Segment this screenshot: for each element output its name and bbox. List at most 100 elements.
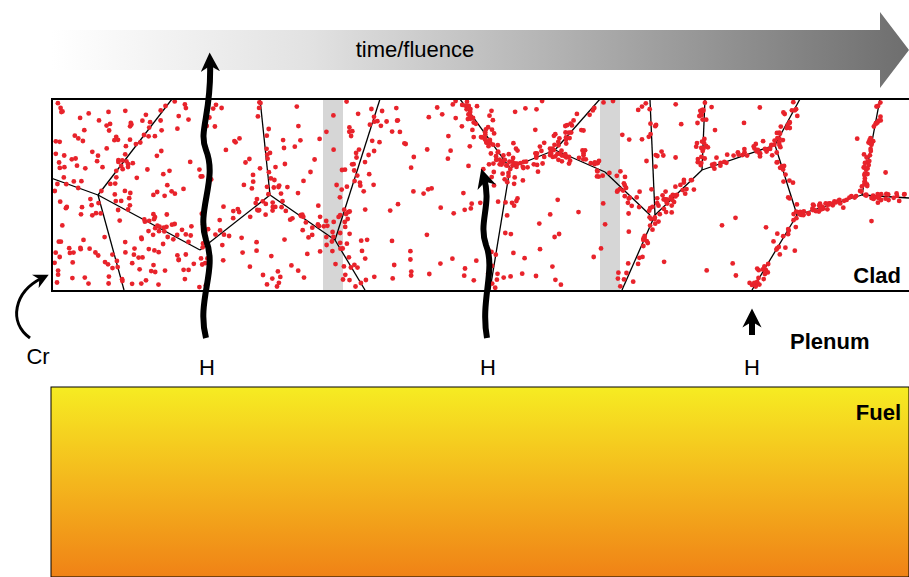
cr-dot (704, 268, 709, 273)
cr-dot (763, 147, 768, 152)
cr-dot (637, 189, 642, 194)
cr-dot (408, 249, 413, 254)
cr-dot (175, 233, 180, 238)
cr-dot (162, 229, 167, 234)
cr-dot (832, 199, 837, 204)
cr-dot (318, 249, 323, 254)
cr-dot (175, 253, 180, 258)
cr-dot (897, 199, 902, 204)
cr-dot (368, 122, 373, 127)
cr-dot (114, 175, 119, 180)
layer-label: Clad (851, 264, 903, 288)
cr-dot (180, 227, 185, 232)
cr-dot (64, 182, 69, 187)
cr-dot (128, 121, 133, 126)
cr-dot (512, 203, 517, 208)
cr-dot (370, 138, 375, 143)
cr-dot (189, 224, 194, 229)
cr-dot (347, 255, 352, 260)
cr-dot (384, 119, 389, 124)
cr-dot (505, 213, 510, 218)
cr-dot (791, 100, 796, 105)
cr-dot (221, 204, 226, 209)
cr-dot (338, 240, 343, 245)
cr-dot (577, 155, 582, 160)
cr-dot (158, 118, 163, 123)
cr-dot (869, 219, 874, 224)
cr-dot (645, 241, 650, 246)
cr-dot (601, 201, 606, 206)
grey-band (323, 99, 343, 290)
cr-dot (270, 205, 275, 210)
cr-dot (120, 167, 125, 172)
clad-layer: Clad (51, 98, 909, 292)
cr-dot (363, 256, 368, 261)
cr-dot (568, 158, 573, 163)
cr-dot (618, 284, 623, 289)
cr-dot (591, 255, 596, 260)
cr-dot (116, 208, 121, 213)
cr-dot (777, 143, 782, 148)
cr-dot (69, 157, 74, 162)
cr-dot (512, 175, 517, 180)
cr-dot (213, 124, 218, 129)
cr-dot (555, 197, 560, 202)
cr-dot (563, 124, 568, 129)
cr-dot (538, 144, 543, 149)
cr-dot (481, 167, 486, 172)
cr-dot (626, 200, 631, 205)
cr-dot (725, 152, 730, 157)
cr-dot (438, 261, 443, 266)
cr-dot (783, 245, 788, 250)
cr-dot (618, 169, 623, 174)
cr-dot (786, 232, 791, 237)
cr-dot (115, 259, 120, 264)
cr-dot (462, 273, 467, 278)
cr-dot (88, 197, 93, 202)
cr-dot (683, 191, 688, 196)
cr-dot (778, 165, 783, 170)
cr-dot (636, 262, 641, 267)
cr-dot (664, 200, 669, 205)
cr-dot (151, 263, 156, 268)
cr-dot (489, 175, 494, 180)
cr-dot (408, 257, 413, 262)
cr-dot (797, 212, 802, 217)
cr-dot (731, 153, 736, 158)
cr-dot (358, 183, 363, 188)
cr-dot (489, 151, 494, 156)
element-label: H (199, 356, 215, 380)
cr-dot (656, 219, 661, 224)
cr-dot (794, 216, 799, 221)
cr-dot (534, 107, 539, 112)
cr-dot (713, 128, 718, 133)
cr-dot (87, 246, 92, 251)
cr-dot (279, 205, 284, 210)
cr-dot (237, 136, 242, 141)
cr-dot (463, 266, 468, 271)
cr-dot (188, 233, 193, 238)
cr-dot (564, 135, 569, 140)
cr-dot (616, 270, 621, 275)
cr-dot (795, 114, 800, 119)
cr-dot (183, 232, 188, 237)
cr-dot (673, 184, 678, 189)
cr-dot (392, 263, 397, 268)
cr-dot (267, 170, 272, 175)
cr-dot (462, 207, 467, 212)
cr-dot (533, 127, 538, 132)
cr-dot (581, 128, 586, 133)
cr-dot (673, 193, 678, 198)
cr-dot (353, 284, 358, 289)
cr-dot (388, 208, 393, 213)
cr-dot (279, 191, 284, 196)
grain-boundary (98, 195, 124, 290)
cr-dot (147, 218, 152, 223)
cr-dot (581, 151, 586, 156)
cr-dot (345, 241, 350, 246)
cr-dot (165, 235, 170, 240)
cr-dot (747, 281, 752, 286)
cr-dot (86, 111, 91, 116)
cr-dot (564, 141, 569, 146)
cr-dot (263, 212, 268, 217)
